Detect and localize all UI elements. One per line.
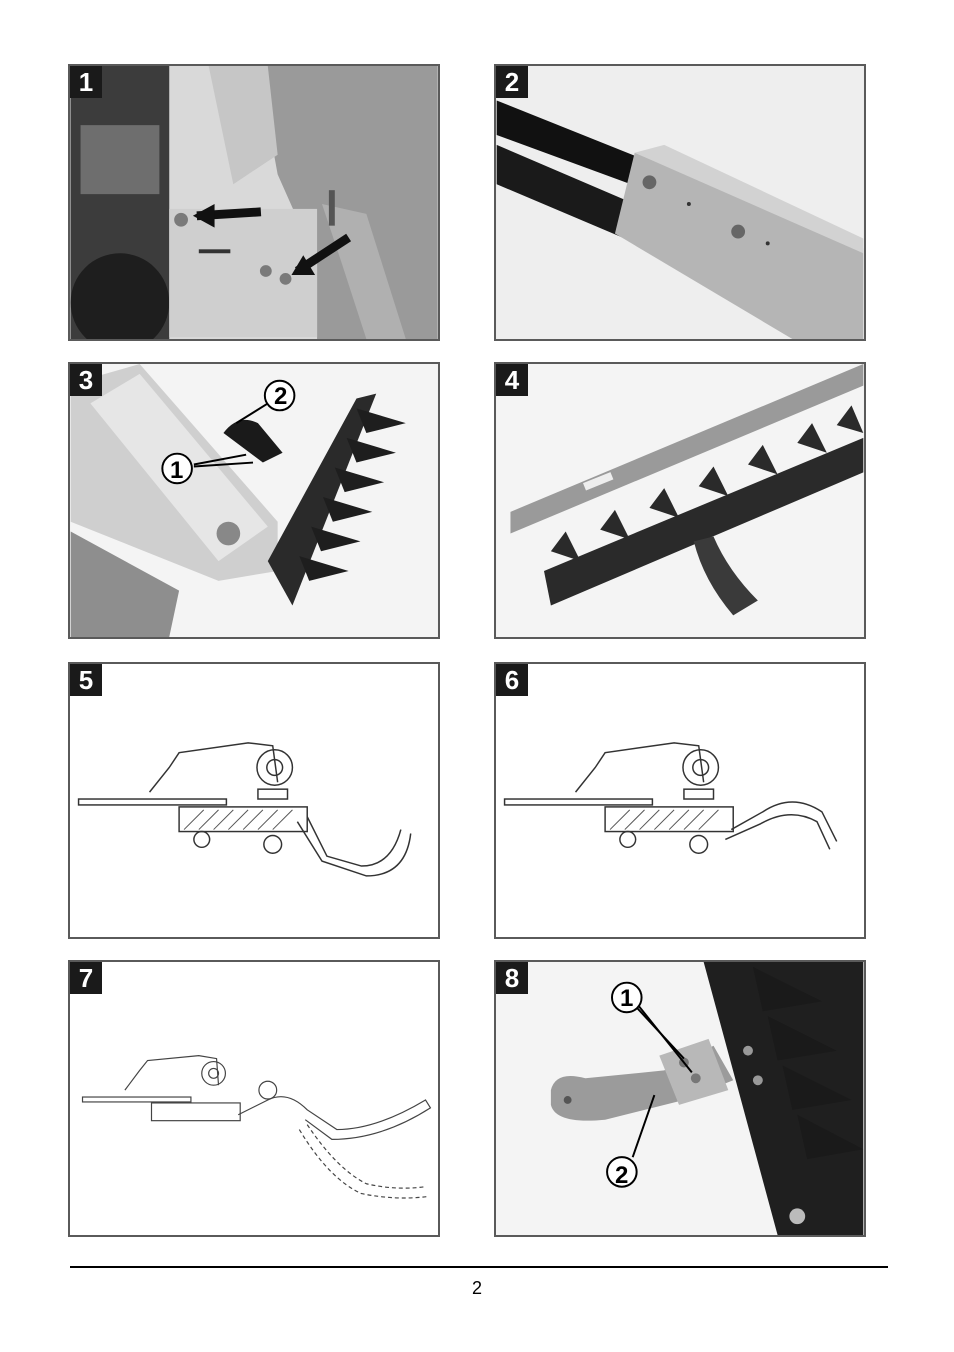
figure-number: 3 [70,364,102,396]
callout-overlay [70,364,438,637]
figure-3: 3 1 2 [68,362,440,639]
skid-diagram-mid [496,664,864,937]
skid-diagram-high [70,962,438,1235]
figure-4: 4 [494,362,866,639]
figure-number: 6 [496,664,528,696]
figure-number: 7 [70,962,102,994]
figure-5: 5 [68,662,440,939]
callout-1: 1 [620,985,633,1013]
skid-diagram-low [70,664,438,937]
figure-6: 6 [494,662,866,939]
page-number: 2 [0,1278,954,1299]
blade-guide-photo [496,364,864,637]
figure-1: 1 [68,64,440,341]
handle-clamp-photo [496,66,864,339]
figure-number: 5 [70,664,102,696]
callout-1: 1 [170,457,183,485]
engine-mount-photo [70,66,438,339]
figure-2: 2 [494,64,866,341]
figure-number: 2 [496,66,528,98]
callout-2: 2 [274,383,287,411]
footer-rule [70,1266,888,1268]
figure-number: 1 [70,66,102,98]
figure-8: 8 1 2 [494,960,866,1237]
figure-7: 7 [68,960,440,1237]
figure-number: 4 [496,364,528,396]
callout-2: 2 [615,1162,628,1190]
callout-overlay [496,962,864,1235]
figure-number: 8 [496,962,528,994]
